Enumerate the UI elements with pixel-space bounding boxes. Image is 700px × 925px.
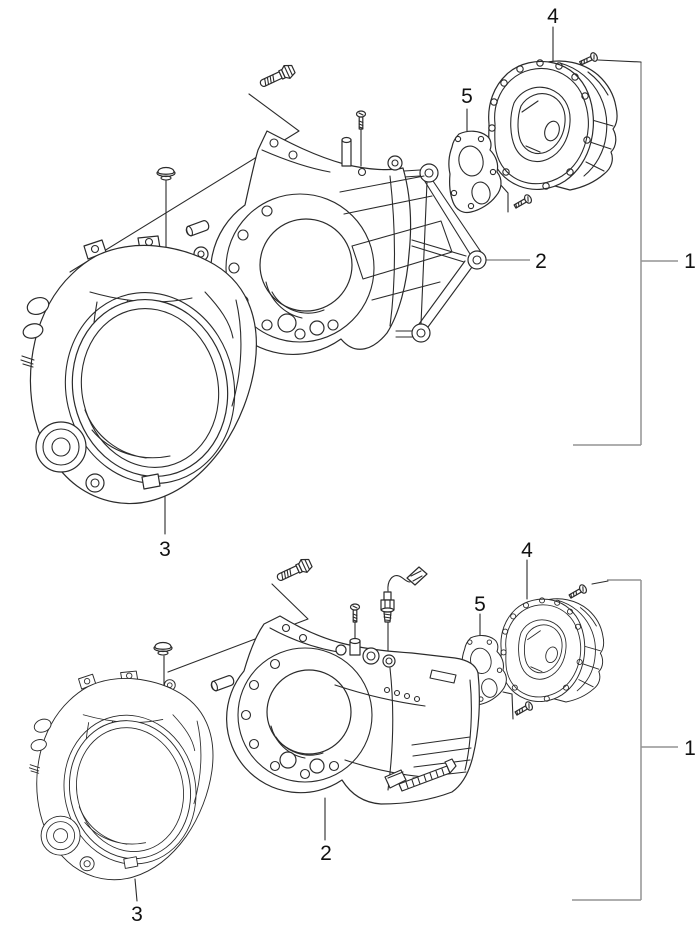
callout-label-end-cover-bottom: 4 xyxy=(521,539,533,562)
gasket-screw-top xyxy=(512,193,534,211)
case-screw-top xyxy=(355,110,367,130)
bottom-assembly: 4 5 2 1 3 xyxy=(28,539,696,925)
case-screw-bottom xyxy=(349,603,361,623)
transaxle-case-top xyxy=(210,130,487,356)
callout-label-case-top: 2 xyxy=(535,250,547,273)
callout-label-case-bottom: 2 xyxy=(320,842,332,865)
end-cover-bottom xyxy=(500,597,605,703)
callout-label-clutch-housing-top: 3 xyxy=(159,538,171,561)
dowel-pin-bottom xyxy=(209,673,236,693)
assembly-bracket-top xyxy=(484,62,678,446)
breather-cap-bottom xyxy=(153,641,173,656)
gasket-screw-bottom xyxy=(513,700,535,718)
breather-cap-top xyxy=(156,166,176,181)
clutch-housing-bottom xyxy=(28,670,214,881)
callout-label-gasket-top: 5 xyxy=(461,85,473,108)
clutch-housing-top xyxy=(20,235,257,505)
assembly-bracket-bottom xyxy=(572,579,678,901)
reverse-switch-sensor xyxy=(380,566,428,623)
callout-label-clutch-housing-bottom: 3 xyxy=(131,903,143,925)
callout-label-assembly-bottom: 1 xyxy=(684,737,696,760)
magnet-bracket xyxy=(384,758,457,792)
cover-screw-bottom-right xyxy=(567,583,589,601)
callout-label-gasket-bottom: 5 xyxy=(474,593,486,616)
callout-labels-top: 4 5 2 1 3 xyxy=(159,5,696,561)
callout-label-assembly-top: 1 xyxy=(684,250,696,273)
callout-label-end-cover-top: 4 xyxy=(547,5,559,28)
transaxle-case-bottom xyxy=(226,615,480,805)
dowel-pin-top xyxy=(184,218,211,238)
flange-bolt-bottom xyxy=(274,556,314,586)
end-cover-top xyxy=(488,59,618,191)
cover-screw-top-right xyxy=(577,51,600,69)
leader-lines-top xyxy=(69,26,642,535)
top-assembly: 4 5 2 1 3 xyxy=(20,5,696,561)
flange-bolt-top xyxy=(257,62,297,92)
callout-labels-bottom: 4 5 2 1 3 xyxy=(131,539,696,925)
